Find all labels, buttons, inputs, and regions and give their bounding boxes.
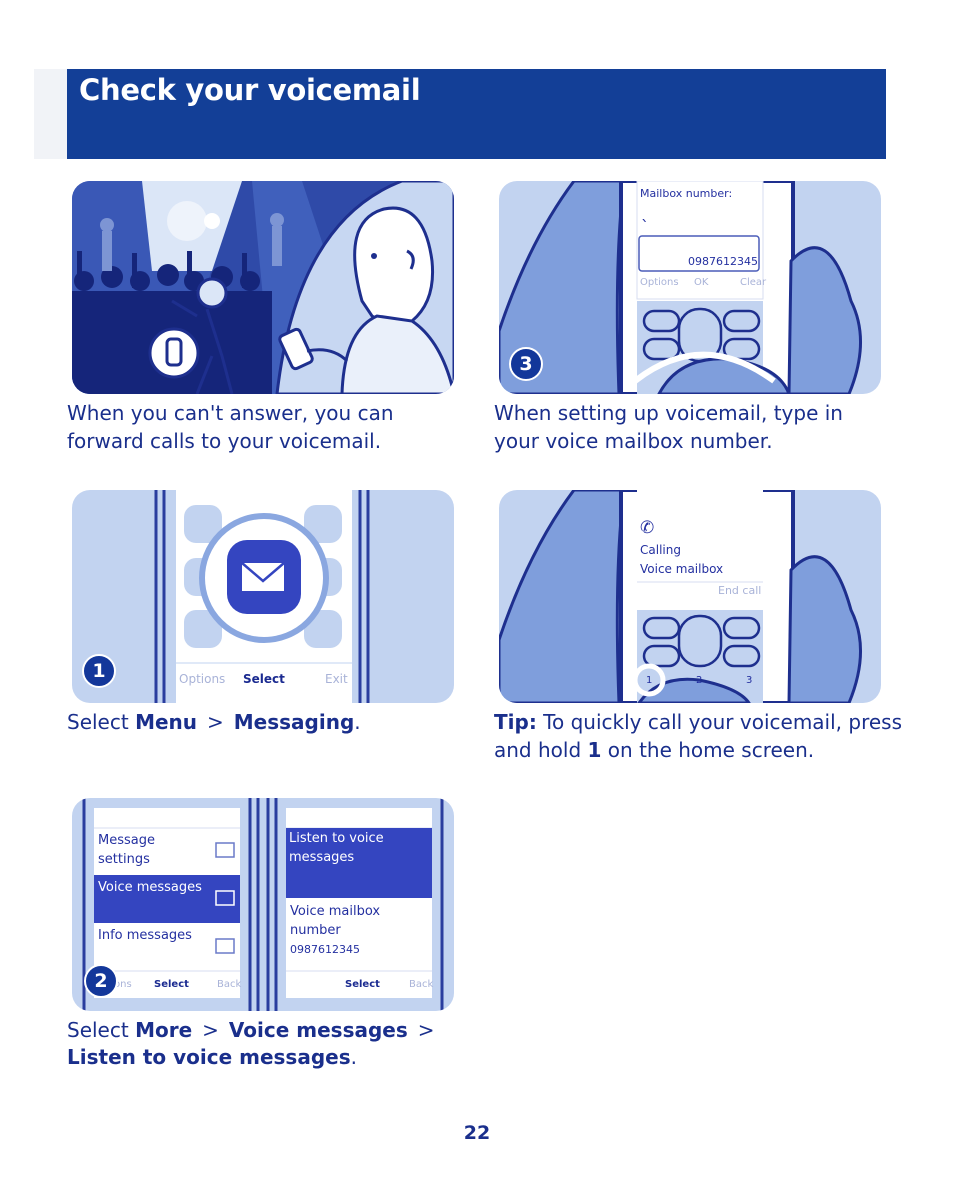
mailbox-label: Mailbox number: (640, 187, 733, 200)
illustration-voice-messages: Message settings Voice messages Info mes… (72, 798, 454, 1011)
hand-calling-image (499, 490, 862, 703)
softkey-back-left[interactable]: Back (217, 979, 242, 990)
messaging-term: Messaging (233, 710, 355, 734)
step-badge-3: 3 (509, 347, 543, 381)
menu-item-voice-messages[interactable]: Voice messages (98, 880, 202, 895)
more-term: More (135, 1018, 193, 1042)
softkey-clear[interactable]: Clear (740, 277, 767, 288)
page-title: Check your voicemail (79, 73, 421, 107)
tip-label: Tip: (494, 710, 537, 734)
step-badge-1: 1 (82, 654, 116, 688)
calling-target: Voice mailbox (640, 562, 724, 576)
key-1[interactable]: 1 (646, 675, 653, 686)
softkey-ok[interactable]: OK (694, 277, 709, 288)
caption-voice-messages: Select More>Voice messages> Listen to vo… (67, 1018, 435, 1069)
phone-call-icon: ✆ (640, 518, 655, 538)
phone-menu-image (154, 490, 370, 703)
softkey-exit[interactable]: Exit (325, 672, 348, 686)
menu-item-listen-voice-messages[interactable]: Listen to voice messages (289, 831, 384, 865)
softkey-select-right[interactable]: Select (345, 979, 380, 990)
caption-select-messaging: Select Menu>Messaging. (67, 710, 361, 734)
step-badge-2: 2 (84, 964, 118, 998)
margin-shade (34, 69, 67, 159)
hand-holding-phone-image (499, 181, 862, 394)
caption-tip: Tip: To quickly call your voicemail, pre… (494, 710, 903, 762)
caption-mailbox: When setting up voicemail, type in your … (494, 401, 843, 453)
softkey-options[interactable]: Options (640, 277, 679, 288)
softkey-select-left[interactable]: Select (154, 979, 189, 990)
calling-status: Calling (640, 543, 681, 557)
menu-item-voice-mailbox-number[interactable]: Voice mailbox number (290, 904, 381, 938)
text-cursor-icon: ` (641, 217, 649, 236)
envelope-icons (215, 842, 235, 954)
concert-scene-image (72, 181, 454, 394)
softkey-end-call[interactable]: End call (718, 584, 762, 597)
key-3[interactable]: 3 (746, 675, 753, 686)
voice-mailbox-number-value: 0987612345 (290, 943, 360, 956)
illustration-calling: ✆ Calling Voice mailbox End call 1 2 3 (499, 490, 881, 703)
softkey-select[interactable]: Select (243, 672, 285, 686)
menu-term: Menu (135, 710, 198, 734)
listen-term: Listen to voice messages (67, 1045, 351, 1069)
menu-item-info-messages[interactable]: Info messages (98, 928, 192, 943)
page-number: 22 (463, 1122, 491, 1144)
illustration-mailbox-number: Mailbox number: ` 0987612345 Options OK … (499, 181, 881, 394)
tip-key: 1 (587, 738, 602, 762)
section-header: Check your voicemail (67, 69, 886, 159)
caption-intro: When you can't answer, you can forward c… (67, 401, 394, 453)
softkey-back-right[interactable]: Back (409, 979, 434, 990)
softkey-options[interactable]: Options (179, 672, 226, 686)
softkey-options-left[interactable]: ons (114, 979, 132, 990)
key-2[interactable]: 2 (696, 675, 703, 686)
voice-messages-term: Voice messages (228, 1018, 408, 1042)
mailbox-number-input[interactable]: 0987612345 (688, 255, 758, 268)
illustration-menu: Options Select Exit 1 (72, 490, 454, 703)
illustration-concert (72, 181, 454, 394)
menu-item-message-settings[interactable]: Message settings (98, 833, 155, 867)
